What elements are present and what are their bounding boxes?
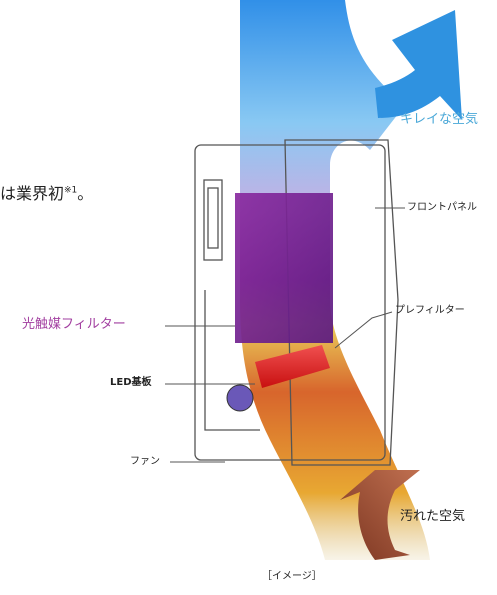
header-text: は業界初※1。 (0, 184, 94, 203)
photocatalyst-filter-label: 光触媒フィルター (22, 317, 126, 332)
fan (226, 384, 254, 412)
dirty-air-label: 汚れた空気 (400, 509, 466, 524)
dirty-air-arrow (340, 470, 420, 560)
photocatalyst-filter (235, 193, 333, 343)
led-board (255, 345, 330, 388)
clean-air-arrow (375, 10, 462, 120)
leader-lines (165, 207, 405, 463)
device-outline (194, 139, 399, 466)
pre-filter-label: プレフィルター (395, 305, 465, 316)
clean-air-label: キレイな空気 (400, 112, 479, 127)
fan-label: ファン (130, 456, 160, 467)
image-caption: ［イメージ］ (262, 571, 322, 582)
led-board-label: LED基板 (110, 377, 152, 388)
front-panel-label: フロントパネル (407, 202, 477, 213)
